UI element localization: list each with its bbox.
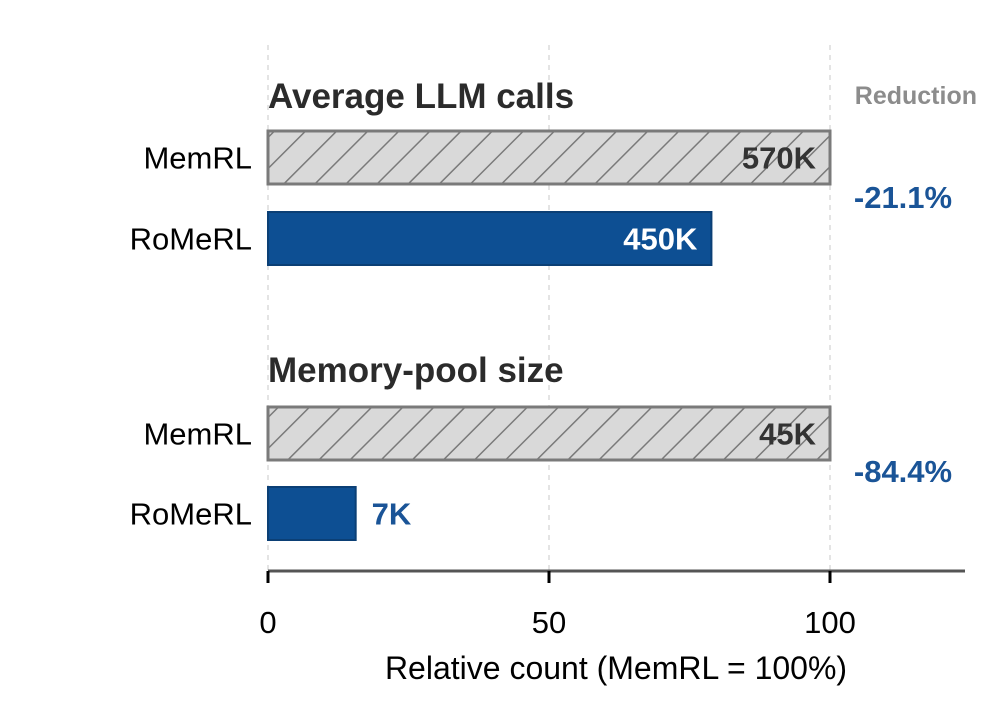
bar-1-1 (267, 486, 357, 541)
x-axis-label: Relative count (MemRL = 100%) (385, 650, 847, 686)
reduction-value-1: -84.4% (854, 454, 952, 489)
bars-layer (266, 129, 832, 541)
x-tick-label-1: 50 (532, 605, 566, 640)
group-title-1: Memory-pool size (268, 351, 564, 390)
reduction-value-0: -21.1% (854, 180, 952, 215)
category-label-1-1: RoMeRL (130, 497, 252, 532)
value-label-0-1: 450K (623, 222, 698, 257)
x-tick-label-2: 100 (804, 605, 856, 640)
grid-layer (267, 45, 831, 571)
value-label-1-0: 45K (759, 417, 816, 452)
value-label-0-0: 570K (742, 141, 817, 176)
x-tick-label-0: 0 (259, 605, 276, 640)
group-title-0: Average LLM calls (268, 77, 574, 116)
reduction-header: Reduction (855, 82, 977, 110)
category-label-0-0: MemRL (143, 141, 252, 176)
category-label-0-1: RoMeRL (130, 222, 252, 257)
bar-1-0 (266, 405, 832, 462)
category-label-1-0: MemRL (143, 417, 252, 452)
bar-0-0 (266, 129, 832, 186)
bar-0-1 (267, 211, 713, 266)
value-label-1-1: 7K (372, 497, 412, 532)
